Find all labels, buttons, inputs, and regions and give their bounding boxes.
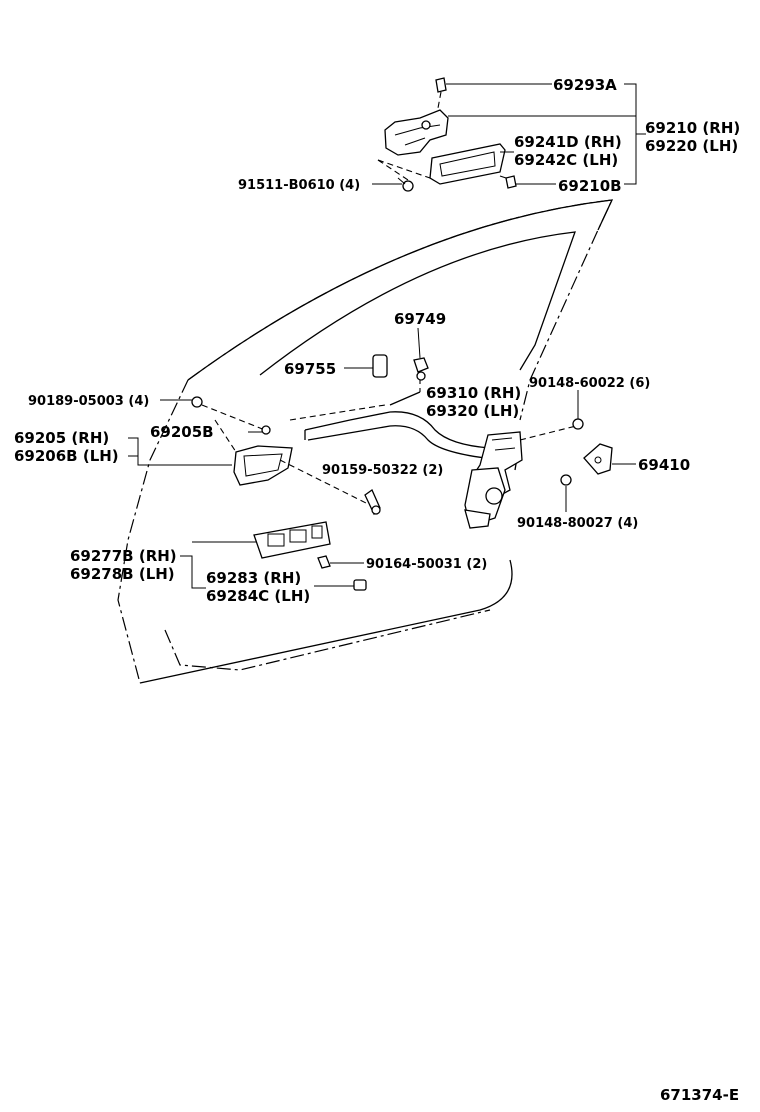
label-69283-rh: 69283 (RH) <box>206 569 301 587</box>
label-69293A: 69293A <box>553 76 617 94</box>
label-69755: 69755 <box>284 360 336 378</box>
label-90148-60022: 90148-60022 (6) <box>529 376 650 391</box>
label-91511: 91511-B0610 (4) <box>238 178 360 193</box>
part-labels: 69293A 69210 (RH) 69220 (LH) 69241D (RH)… <box>14 76 740 1104</box>
leader-lines <box>128 83 646 589</box>
screw-90159-part <box>364 489 381 516</box>
diagram-id: 671374-E <box>660 1086 739 1104</box>
lock-cable <box>289 378 581 459</box>
label-69242C-lh: 69242C (LH) <box>514 151 618 169</box>
label-69749: 69749 <box>394 310 446 328</box>
label-69278B-lh: 69278B (LH) <box>70 565 175 583</box>
label-90164: 90164-50031 (2) <box>366 557 487 572</box>
bolt-91511-part <box>397 177 414 192</box>
outside-handle-assembly <box>377 109 513 185</box>
label-69410: 69410 <box>638 456 690 474</box>
label-69284C-lh: 69284C (LH) <box>206 587 310 605</box>
clip-69205B-part <box>261 425 271 435</box>
door-lock-assembly <box>464 431 523 529</box>
bezel-69277B-part <box>253 521 331 559</box>
label-69320-lh: 69320 (LH) <box>426 402 519 420</box>
label-69220-lh: 69220 (LH) <box>645 137 738 155</box>
label-90148-80027: 90148-80027 (4) <box>517 516 638 531</box>
label-69210B: 69210B <box>558 177 622 195</box>
screw-90148-80027-part <box>560 474 572 486</box>
label-69310-rh: 69310 (RH) <box>426 384 521 402</box>
striker-69410-part <box>583 443 613 475</box>
inside-handle-assembly <box>201 404 371 506</box>
door-outline <box>117 199 614 684</box>
label-69206B-lh: 69206B (LH) <box>14 447 119 465</box>
label-90159: 90159-50322 (2) <box>322 463 443 478</box>
screw-90164-part <box>317 555 331 569</box>
screw-90189-part <box>191 396 203 408</box>
bolt-69210B-part <box>505 175 517 189</box>
screw-90148-60022-part <box>572 412 584 430</box>
label-90189: 90189-05003 (4) <box>28 394 149 409</box>
label-69205-rh: 69205 (RH) <box>14 429 109 447</box>
label-69241D-rh: 69241D (RH) <box>514 133 622 151</box>
bushing-69755-part <box>372 354 388 378</box>
grommet-69749-part <box>413 357 429 381</box>
label-69210-rh: 69210 (RH) <box>645 119 740 137</box>
cap-69283-part <box>353 579 367 591</box>
label-69277B-rh: 69277B (RH) <box>70 547 177 565</box>
label-69205B: 69205B <box>150 423 214 441</box>
clip-69293A-part <box>435 77 447 109</box>
